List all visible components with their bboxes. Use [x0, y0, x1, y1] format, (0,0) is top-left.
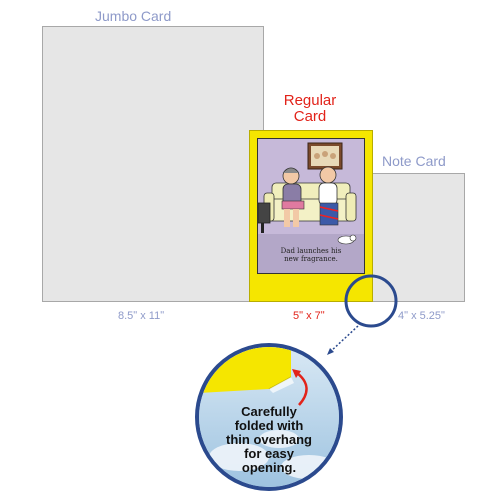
regular-title-line2: Card: [293, 108, 327, 125]
note-card-title: Note Card: [382, 153, 446, 169]
regular-card-title: Regular Card: [268, 93, 352, 125]
callout-text: Carefully folded with thin overhang for …: [209, 405, 329, 475]
magnified-callout: Carefully folded with thin overhang for …: [195, 343, 343, 491]
cartoon-caption-line2: new fragrance.: [284, 255, 338, 263]
callout-line5: opening.: [241, 460, 297, 475]
jumbo-card-title: Jumbo Card: [95, 8, 172, 24]
callout-line2: folded with: [234, 418, 304, 433]
cartoon-caption-line1: Dad launches his: [280, 247, 342, 255]
regular-card-dimensions: 5ʺ x 7ʺ: [293, 310, 325, 322]
jumbo-card-dimensions: 8.5ʺ x 11ʺ: [118, 310, 165, 322]
cartoon-panel: Dad launches his new fragrance.: [257, 138, 365, 274]
cartoon-caption: Dad launches his new fragrance.: [258, 247, 364, 263]
cartoon-illustration: [258, 142, 364, 273]
magnified-detail: [199, 347, 339, 487]
callout-line3: thin overhang: [226, 432, 312, 447]
callout-line4: for easy: [244, 446, 294, 461]
callout-line1: Carefully: [241, 404, 297, 419]
note-card-dimensions: 4ʺ x 5.25ʺ: [398, 310, 445, 322]
regular-card: Dad launches his new fragrance.: [249, 130, 373, 302]
regular-title-line1: Regular: [283, 92, 337, 109]
